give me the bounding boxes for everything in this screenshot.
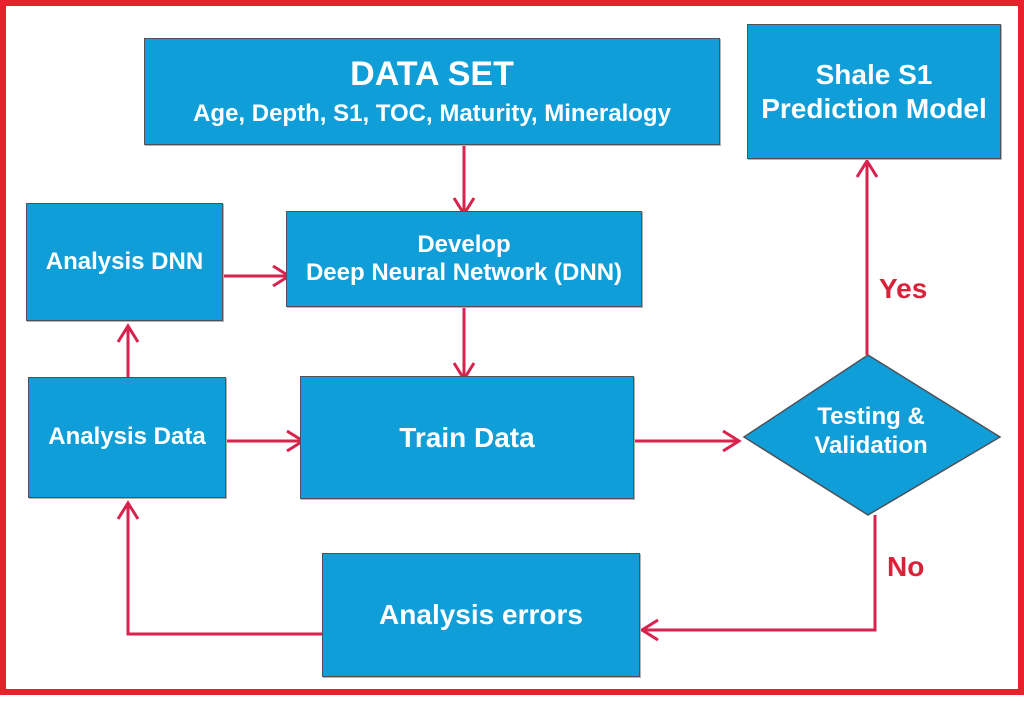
testing-validation-label: Testing & Validation xyxy=(778,402,964,461)
train-data-box[interactable]: Train Data xyxy=(300,376,634,499)
analysis-dnn-box[interactable]: Analysis DNN xyxy=(26,203,223,321)
analysis-data-label: Analysis Data xyxy=(48,423,206,451)
develop-dnn-line2: Deep Neural Network (DNN) xyxy=(305,259,623,286)
analysis-errors-box[interactable]: Analysis errors xyxy=(322,553,640,677)
shale-model-line2: Prediction Model xyxy=(761,92,987,124)
arrowhead-train-to-testing xyxy=(722,429,742,453)
analysis-dnn-label: Analysis DNN xyxy=(45,247,204,275)
develop-dnn-box[interactable]: Develop Deep Neural Network (DNN) xyxy=(286,211,642,307)
dataset-box[interactable]: DATA SET Age, Depth, S1, TOC, Maturity, … xyxy=(144,38,720,145)
no-label: No xyxy=(887,551,925,582)
yes-label: Yes xyxy=(879,273,928,304)
analysis-errors-label: Analysis errors xyxy=(379,599,583,631)
arrowhead-testing-to-model xyxy=(855,158,879,178)
dataset-title: DATA SET xyxy=(350,55,514,94)
arrowhead-errors-to-analysis-data xyxy=(116,500,140,520)
dataset-subtitle: Age, Depth, S1, TOC, Maturity, Mineralog… xyxy=(193,100,671,128)
develop-dnn-line1: Develop xyxy=(417,230,511,258)
arrow-testing-to-errors xyxy=(644,515,877,632)
testing-line2: Validation xyxy=(814,432,928,460)
analysis-data-box[interactable]: Analysis Data xyxy=(28,377,226,498)
train-data-label: Train Data xyxy=(399,421,535,453)
diagram-connectors xyxy=(116,146,1002,642)
arrowhead-analysis-data-to-analysis-dnn xyxy=(116,323,140,343)
shale-model-line1: Shale S1 xyxy=(815,59,933,91)
testing-line1: Testing & xyxy=(817,403,925,430)
testing-validation-diamond[interactable] xyxy=(742,354,1002,516)
shale-s1-model-box[interactable]: Shale S1 Prediction Model xyxy=(747,24,1001,159)
arrowhead-testing-to-errors xyxy=(639,618,659,642)
arrow-errors-to-analysis-data xyxy=(126,505,328,636)
